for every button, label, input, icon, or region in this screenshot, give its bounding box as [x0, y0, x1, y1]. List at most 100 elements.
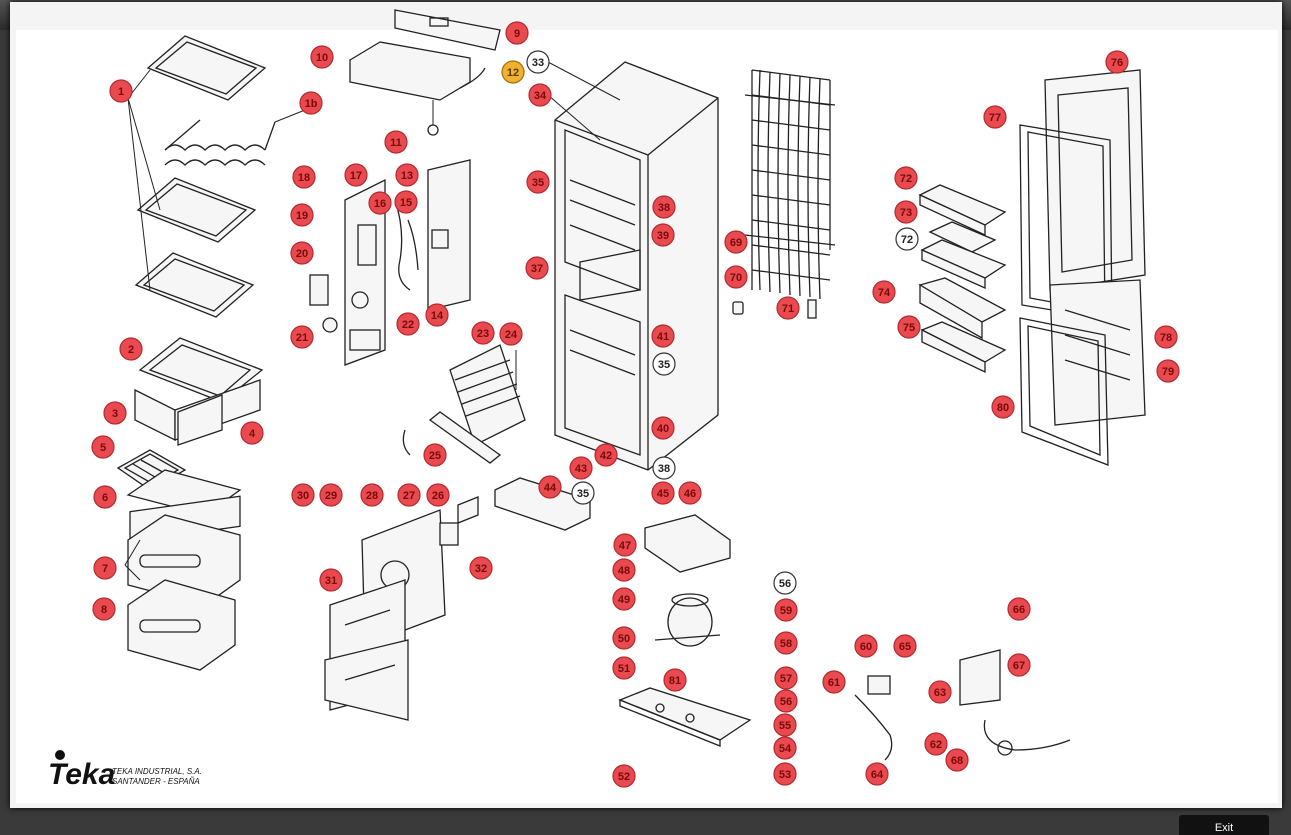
fridge-cabinet	[554, 61, 719, 471]
callout-label: 38	[658, 463, 670, 475]
callout-46: 46	[678, 481, 702, 505]
callout-31: 31	[319, 568, 343, 592]
callout-label: 33	[532, 57, 544, 69]
freezer-rear-cover	[324, 579, 409, 721]
freezer-drawer-middle	[127, 514, 241, 606]
callout-label: 9	[514, 28, 520, 40]
callout-29: 29	[319, 483, 343, 507]
callout-64: 64	[865, 762, 889, 786]
callout-label: 19	[296, 210, 308, 222]
callout-34: 34	[528, 83, 552, 107]
freezer-drawer-bottom	[127, 579, 236, 671]
callout-label: 64	[871, 769, 884, 781]
callout-label: 54	[779, 743, 792, 755]
callout-label: 57	[780, 673, 792, 685]
callout-label: 49	[618, 594, 630, 606]
callout-20: 20	[290, 241, 314, 265]
callout-69: 69	[724, 230, 748, 254]
crisper-cover	[138, 337, 264, 403]
defrost-heater	[402, 411, 502, 464]
callout-11: 11	[384, 130, 408, 154]
callout-label: 68	[951, 755, 963, 767]
callout-1: 1	[109, 79, 133, 103]
lamp-cover	[349, 41, 471, 101]
callout-67: 67	[1007, 653, 1031, 677]
drip-tray	[494, 477, 591, 531]
callout-label: 28	[366, 490, 378, 502]
callout-label: 40	[657, 423, 669, 435]
callout-label: 81	[669, 675, 681, 687]
callout-label: 21	[296, 332, 308, 344]
callout-label: 44	[544, 482, 557, 494]
callout-label: 5	[100, 442, 106, 454]
callout-7: 7	[93, 556, 117, 580]
callout-72: 72	[895, 227, 919, 251]
callout-label: 61	[828, 677, 840, 689]
callout-label: 43	[575, 463, 587, 475]
callout-21: 21	[290, 325, 314, 349]
callout-label: 22	[402, 319, 414, 331]
callout-label: 72	[900, 173, 912, 185]
callout-43: 43	[569, 456, 593, 480]
callout-label: 65	[899, 641, 911, 653]
callout-51: 51	[612, 656, 636, 680]
svg-text:Teka: Teka	[48, 758, 115, 791]
callout-label: 80	[997, 402, 1009, 414]
callout-label: 78	[1160, 332, 1172, 344]
callout-label: 27	[403, 490, 415, 502]
callout-label: 59	[780, 605, 792, 617]
callout-label: 56	[780, 696, 792, 708]
callout-6: 6	[93, 485, 117, 509]
condensate-tray	[644, 514, 731, 573]
door-rack-bottle	[918, 277, 1007, 340]
callout-23: 23	[471, 321, 495, 345]
thermostat-housing	[344, 178, 386, 366]
evaporator	[449, 344, 526, 446]
callout-label: 35	[658, 359, 670, 371]
callout-label: 25	[429, 450, 441, 462]
callout-47: 47	[613, 533, 637, 557]
callout-15: 15	[394, 190, 418, 214]
callout-79: 79	[1156, 359, 1180, 383]
callout-label: 6	[102, 492, 108, 504]
callout-3: 3	[103, 401, 127, 425]
callout-71: 71	[776, 296, 800, 320]
callout-9: 9	[505, 21, 529, 45]
door-rack-2	[920, 239, 1007, 290]
callout-70: 70	[724, 265, 748, 289]
callout-4: 4	[240, 421, 264, 445]
callout-40: 40	[651, 416, 675, 440]
callout-76: 76	[1105, 50, 1129, 74]
company-line-2: SANTANDER - ESPAÑA	[112, 777, 200, 786]
callout-22: 22	[396, 312, 420, 336]
callout-label: 77	[989, 112, 1001, 124]
callout-72: 72	[894, 166, 918, 190]
callout-73: 73	[894, 200, 918, 224]
callout-38: 38	[652, 195, 676, 219]
callout-38: 38	[652, 456, 676, 480]
callout-label: 24	[505, 329, 518, 341]
callout-label: 69	[730, 237, 742, 249]
door-rack-3	[920, 321, 1007, 374]
callout-49: 49	[612, 587, 636, 611]
egg-tray	[928, 221, 997, 253]
callout-5: 5	[91, 435, 115, 459]
callout-19: 19	[290, 203, 314, 227]
callout-label: 3	[112, 408, 118, 420]
callout-label: 7	[102, 563, 108, 575]
callout-label: 48	[618, 565, 630, 577]
callout-label: 20	[296, 248, 308, 260]
callout-57: 57	[774, 666, 798, 690]
callout-label: 41	[657, 331, 669, 343]
callout-62: 62	[924, 732, 948, 756]
callout-label: 35	[532, 177, 544, 189]
callout-56: 56	[773, 571, 797, 595]
callout-label: 13	[401, 170, 413, 182]
callout-label: 60	[860, 641, 872, 653]
exit-button[interactable]: Exit	[1179, 815, 1269, 835]
callout-33: 33	[526, 50, 550, 74]
callout-35: 35	[652, 352, 676, 376]
callout-25: 25	[423, 443, 447, 467]
callout-label: 1	[118, 86, 124, 98]
callout-label: 8	[101, 604, 107, 616]
